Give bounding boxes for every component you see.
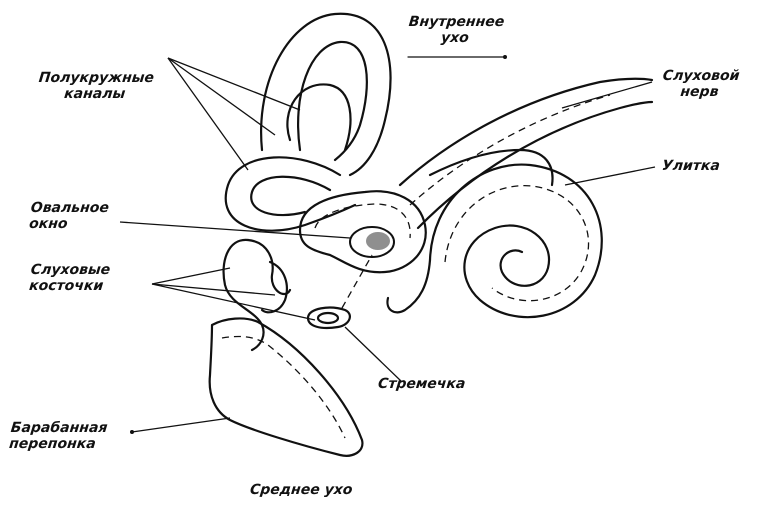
superior-canal <box>261 14 390 175</box>
auditory-nerve <box>400 79 652 228</box>
label-semicircular-canals: Полукружные каналы <box>36 70 154 102</box>
label-eardrum: Барабанная перепонка <box>8 420 108 452</box>
label-stapes: Стремечка <box>377 376 466 392</box>
oval-window <box>350 227 394 257</box>
label-middle-ear: Среднее ухо <box>249 482 353 498</box>
label-ossicles: Слуховые косточки <box>28 262 111 294</box>
label-auditory-nerve: Слуховой нерв <box>660 68 740 100</box>
label-cochlea: Улитка <box>661 158 721 174</box>
posterior-canal <box>226 157 355 230</box>
lateral-canal <box>287 84 350 150</box>
eardrum <box>210 318 363 455</box>
label-oval-window: Овальное окно <box>28 200 109 232</box>
label-inner-ear: Внутреннее ухо <box>406 14 505 46</box>
cochlea <box>387 165 601 318</box>
